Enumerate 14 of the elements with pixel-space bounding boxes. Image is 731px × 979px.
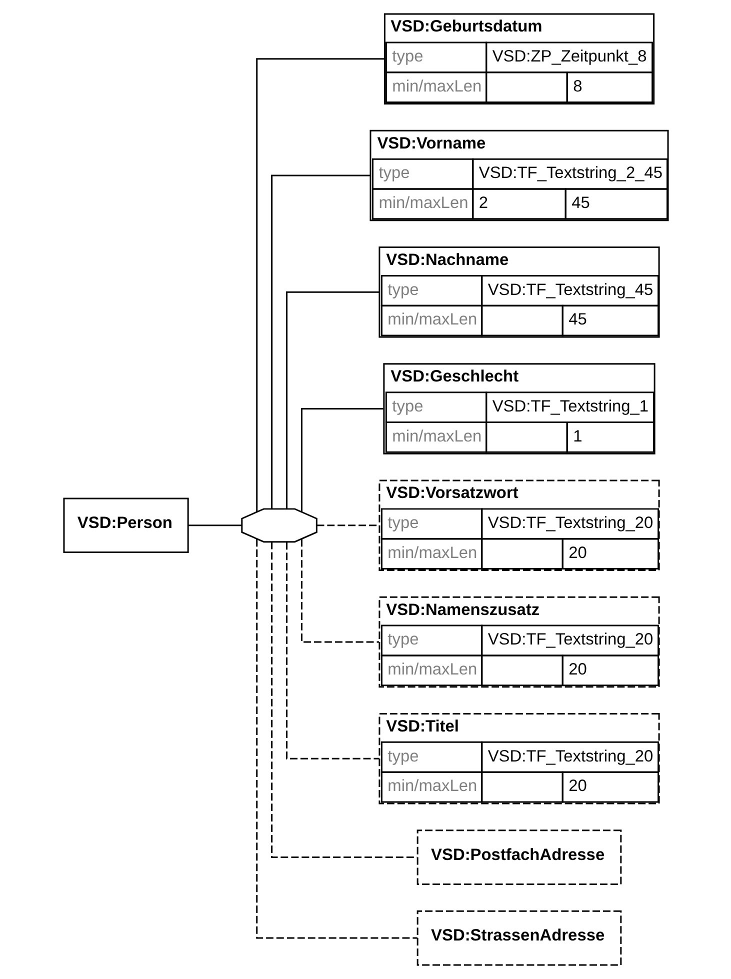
connector	[300, 539, 379, 643]
connector	[256, 58, 384, 512]
connector	[286, 542, 379, 760]
node-box: VSD:Person	[62, 498, 188, 554]
connector	[188, 524, 242, 526]
connector	[300, 408, 383, 512]
node-box: VSD:PostfachAdresse	[416, 830, 622, 885]
connector	[286, 291, 379, 509]
connector	[270, 174, 370, 508]
connector	[316, 524, 378, 526]
node-box: VSD:StrassenAdresse	[416, 910, 622, 966]
connector	[256, 539, 417, 939]
node-octagon	[240, 508, 317, 543]
connector	[270, 542, 417, 858]
